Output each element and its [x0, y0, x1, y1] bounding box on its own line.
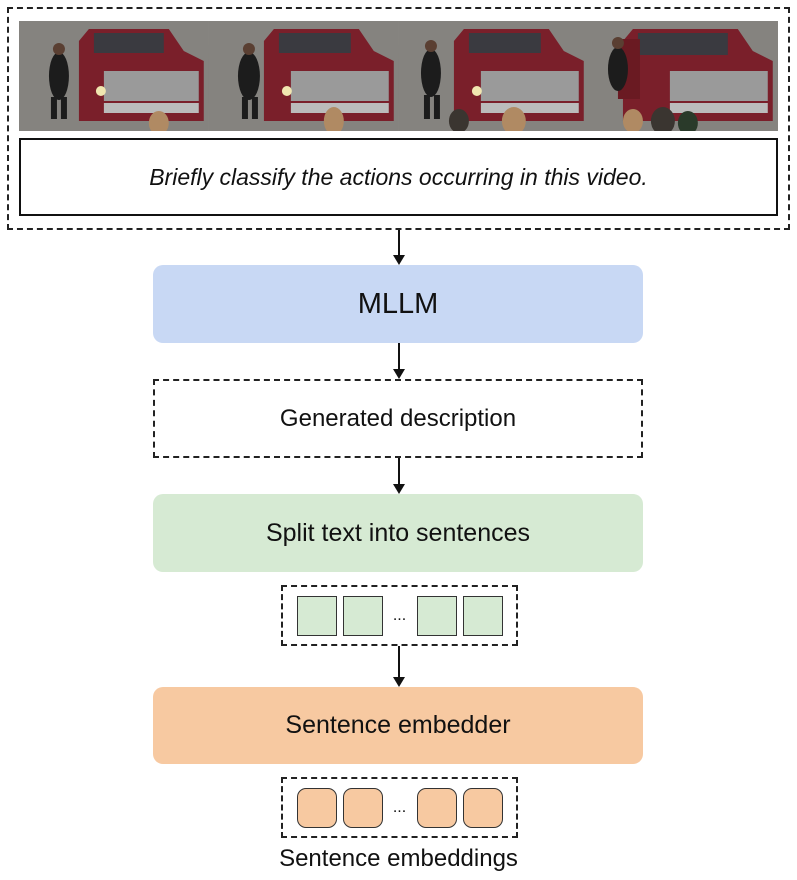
embedding-token: [296, 787, 337, 828]
video-frame: [588, 21, 778, 131]
embedding-token: [416, 787, 457, 828]
token-ellipsis: ...: [392, 606, 407, 624]
embedding-token: [462, 787, 503, 828]
video-frame: [208, 21, 399, 131]
video-frame-image: [19, 21, 209, 131]
embedding-token: [342, 787, 383, 828]
video-frames-strip: [19, 21, 778, 131]
sentence-embeddings-caption: Sentence embeddings: [279, 845, 518, 872]
video-frame: [19, 21, 209, 131]
arrow-down-icon: [393, 646, 405, 687]
embedding-tokens: ...: [281, 777, 518, 838]
mllm-label: MLLM: [357, 287, 439, 320]
arrow-down-icon: [393, 343, 405, 379]
mllm-block: MLLM: [153, 265, 643, 343]
sentence-embedder-label: Sentence embedder: [285, 711, 511, 739]
sentence-tokens: ...: [281, 585, 518, 646]
video-frame-image: [588, 21, 778, 131]
sentence-token: [296, 595, 337, 636]
split-sentences-label: Split text into sentences: [265, 518, 531, 547]
generated-description-block: Generated description: [153, 379, 643, 458]
sentence-token: [342, 595, 383, 636]
generated-description-label: Generated description: [279, 404, 517, 432]
prompt-text: Briefly classify the actions occurring i…: [149, 163, 648, 190]
prompt-box: Briefly classify the actions occurring i…: [19, 138, 778, 216]
arrow-down-icon: [393, 458, 405, 494]
split-sentences-block: Split text into sentences: [153, 494, 643, 572]
video-frame-image: [208, 21, 399, 131]
arrow-down-icon: [393, 230, 405, 265]
sentence-token: [462, 595, 503, 636]
input-group-box: [7, 7, 790, 230]
video-frame: [398, 21, 589, 131]
token-ellipsis: ...: [392, 798, 407, 816]
sentence-embedder-block: Sentence embedder: [153, 687, 643, 764]
sentence-token: [416, 595, 457, 636]
video-frame-image: [398, 21, 589, 131]
